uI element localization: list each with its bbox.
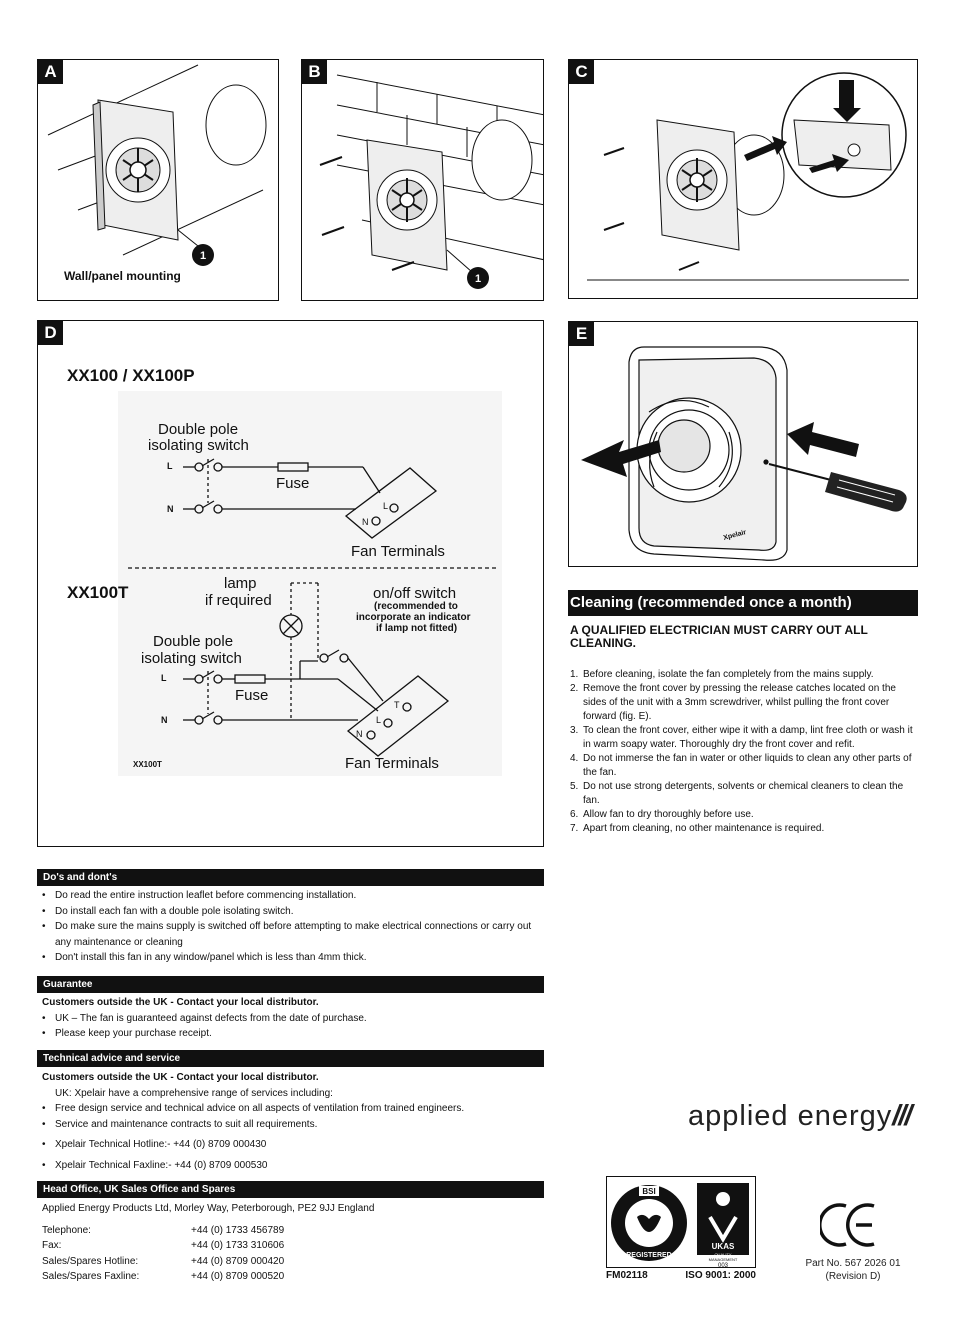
contact-row: Sales/Spares Hotline:+44 (0) 8709 000420 xyxy=(42,1255,285,1267)
xx100-fuse-label: Fuse xyxy=(276,475,310,492)
xx100t-terminal-t: T xyxy=(394,700,400,710)
certification-logo: BSI REGISTERED UKAS QUALITY MANAGEMENT 0… xyxy=(606,1176,756,1269)
cleaning-step: 7.Apart from cleaning, no other maintena… xyxy=(570,823,825,834)
xx100t-title: XX100T xyxy=(67,583,129,602)
panel-letter-c: C xyxy=(569,60,594,84)
wall-mounting-illustration: 1 xyxy=(47,64,267,266)
panel-a-caption: Wall/panel mounting xyxy=(64,269,181,283)
contact-row: Telephone:+44 (0) 1733 456789 xyxy=(42,1224,285,1236)
panel-d-wiring: D xyxy=(37,320,544,847)
dos-item: Do make sure the mains supply is switche… xyxy=(42,919,542,950)
front-cover-removal-illustration: Xpelair xyxy=(581,346,907,561)
panel-b: 1 B xyxy=(301,59,544,301)
cleaning-step: 1.Before cleaning, isolate the fan compl… xyxy=(570,669,874,680)
panel-c: C xyxy=(568,59,918,299)
certification-labels: FM02118 ISO 9001: 2000 xyxy=(606,1270,756,1281)
ukas-number: 003 xyxy=(718,1263,729,1269)
contact-row: Fax:+44 (0) 1733 310606 xyxy=(42,1240,285,1251)
xx100t-onoff-switch-label: on/off switch xyxy=(373,585,457,602)
head-office-address: Applied Energy Products Ltd, Morley Way,… xyxy=(42,1203,375,1214)
technical-item: Service and maintenance contracts to sui… xyxy=(42,1117,542,1133)
guarantee-section: Customers outside the UK - Contact your … xyxy=(42,995,542,1042)
callout-number-b: 1 xyxy=(475,273,481,285)
dos-item: Do read the entire instruction leaflet b… xyxy=(42,888,542,904)
panel-e: Xpelair E xyxy=(568,321,918,567)
brick-wall-illustration: 1 xyxy=(319,74,543,289)
part-number: Part No. 567 2026 01 xyxy=(805,1258,901,1269)
xx100-switch-label-line2: isolating switch xyxy=(148,437,249,454)
xx100-switch-label-line1: Double pole xyxy=(158,421,239,438)
xx100t-lamp-label-line1: lamp xyxy=(224,575,257,592)
registered-mark: REGISTERED xyxy=(626,1252,672,1259)
technical-faxline: Xpelair Technical Faxline:- +44 (0) 8709… xyxy=(42,1158,542,1174)
dos-item: Do install each fan with a double pole i… xyxy=(42,904,542,920)
xx100t-l-label: L xyxy=(161,673,167,683)
cleaning-warning: A QUALIFIED ELECTRICIAN MUST CARRY OUT A… xyxy=(570,623,868,650)
technical-hotline: Xpelair Technical Hotline:- +44 (0) 8709… xyxy=(42,1137,542,1153)
cleaning-step: 3.To clean the front cover, either wipe … xyxy=(570,725,913,750)
cleaning-step: 5.Do not use strong detergents, solvents… xyxy=(570,781,904,806)
head-office-section: Applied Energy Products Ltd, Morley Way,… xyxy=(42,1201,542,1285)
ukas-sub-1: QUALITY xyxy=(714,1252,731,1257)
xx100-title: XX100 / XX100P xyxy=(67,366,195,385)
xx100-terminal-l: L xyxy=(383,501,389,511)
part-revision: (Revision D) xyxy=(825,1271,881,1282)
technical-lead: Customers outside the UK - Contact your … xyxy=(42,1072,319,1083)
xx100t-lamp-label-line2: if required xyxy=(205,592,272,609)
cleaning-steps: 1.Before cleaning, isolate the fan compl… xyxy=(570,668,915,836)
guarantee-item: UK – The fan is guaranteed against defec… xyxy=(42,1011,542,1027)
cleaning-step: 4.Do not immerse the fan in water or oth… xyxy=(570,753,912,778)
xx100t-terminal-n: N xyxy=(356,729,363,739)
cleaning-step: 2.Remove the front cover by pressing the… xyxy=(570,683,896,722)
ce-mark-icon xyxy=(820,1203,875,1247)
dos-section: Do read the entire instruction leaflet b… xyxy=(42,888,542,966)
guarantee-lead: Customers outside the UK - Contact your … xyxy=(42,997,319,1008)
technical-intro: UK: Xpelair have a comprehensive range o… xyxy=(55,1087,333,1099)
guarantee-heading: Guarantee xyxy=(37,976,544,993)
ukas-sub-2: MANAGEMENT xyxy=(709,1257,738,1262)
fm-number: FM02118 xyxy=(606,1270,648,1281)
cleaning-step: 6.Allow fan to dry thoroughly before use… xyxy=(570,809,754,820)
panel-a: 1 A Wall/panel mounting xyxy=(37,59,279,301)
technical-item: Free design service and technical advice… xyxy=(42,1101,542,1117)
xx100-n-label: N xyxy=(167,504,174,514)
dos-heading: Do's and dont's xyxy=(37,869,544,886)
xx100t-switch-label-line2: isolating switch xyxy=(141,650,242,667)
head-office-heading: Head Office, UK Sales Office and Spares xyxy=(37,1181,544,1198)
iso-label: ISO 9001: 2000 xyxy=(685,1270,756,1281)
xx100t-fan-terminals-label: Fan Terminals xyxy=(345,755,439,772)
technical-section: Customers outside the UK - Contact your … xyxy=(42,1070,542,1173)
xx100-l-label: L xyxy=(167,461,173,471)
part-number-block: Part No. 567 2026 01 (Revision D) xyxy=(796,1257,910,1283)
callout-number-a: 1 xyxy=(200,250,206,262)
xx100-terminal-n: N xyxy=(362,517,369,527)
bsi-mark: BSI xyxy=(642,1187,655,1196)
cleaning-heading: Cleaning (recommended once a month) xyxy=(568,590,918,616)
applied-energy-logo: applied energy/// xyxy=(688,1100,912,1132)
xx100t-switch-label-line1: Double pole xyxy=(153,633,234,650)
wiring-diagram xyxy=(118,391,502,776)
panel-letter-b: B xyxy=(302,60,327,84)
panel-letter-a: A xyxy=(38,60,63,84)
dos-item: Don't install this fan in any window/pan… xyxy=(42,950,542,966)
xx100t-onoff-note-line1: (recommended to xyxy=(374,601,458,612)
xx100t-onoff-note-line2: incorporate an indicator xyxy=(356,612,471,623)
panel-letter-e: E xyxy=(569,322,594,346)
technical-heading: Technical advice and service xyxy=(37,1050,544,1067)
xx100t-onoff-note-line3: if lamp not fitted) xyxy=(376,623,458,634)
panel-letter-d: D xyxy=(38,321,63,345)
xx100t-small-label: XX100T xyxy=(133,760,162,769)
guarantee-item: Please keep your purchase receipt. xyxy=(42,1026,542,1042)
mounting-detail-illustration xyxy=(587,72,909,281)
xx100t-n-label: N xyxy=(161,715,168,725)
ukas-mark: UKAS xyxy=(712,1242,735,1251)
xx100-fan-terminals-label: Fan Terminals xyxy=(351,543,445,560)
contact-row: Sales/Spares Faxline:+44 (0) 8709 000520 xyxy=(42,1271,285,1282)
xx100t-terminal-l: L xyxy=(376,715,382,725)
xx100t-fuse-label: Fuse xyxy=(235,687,269,704)
